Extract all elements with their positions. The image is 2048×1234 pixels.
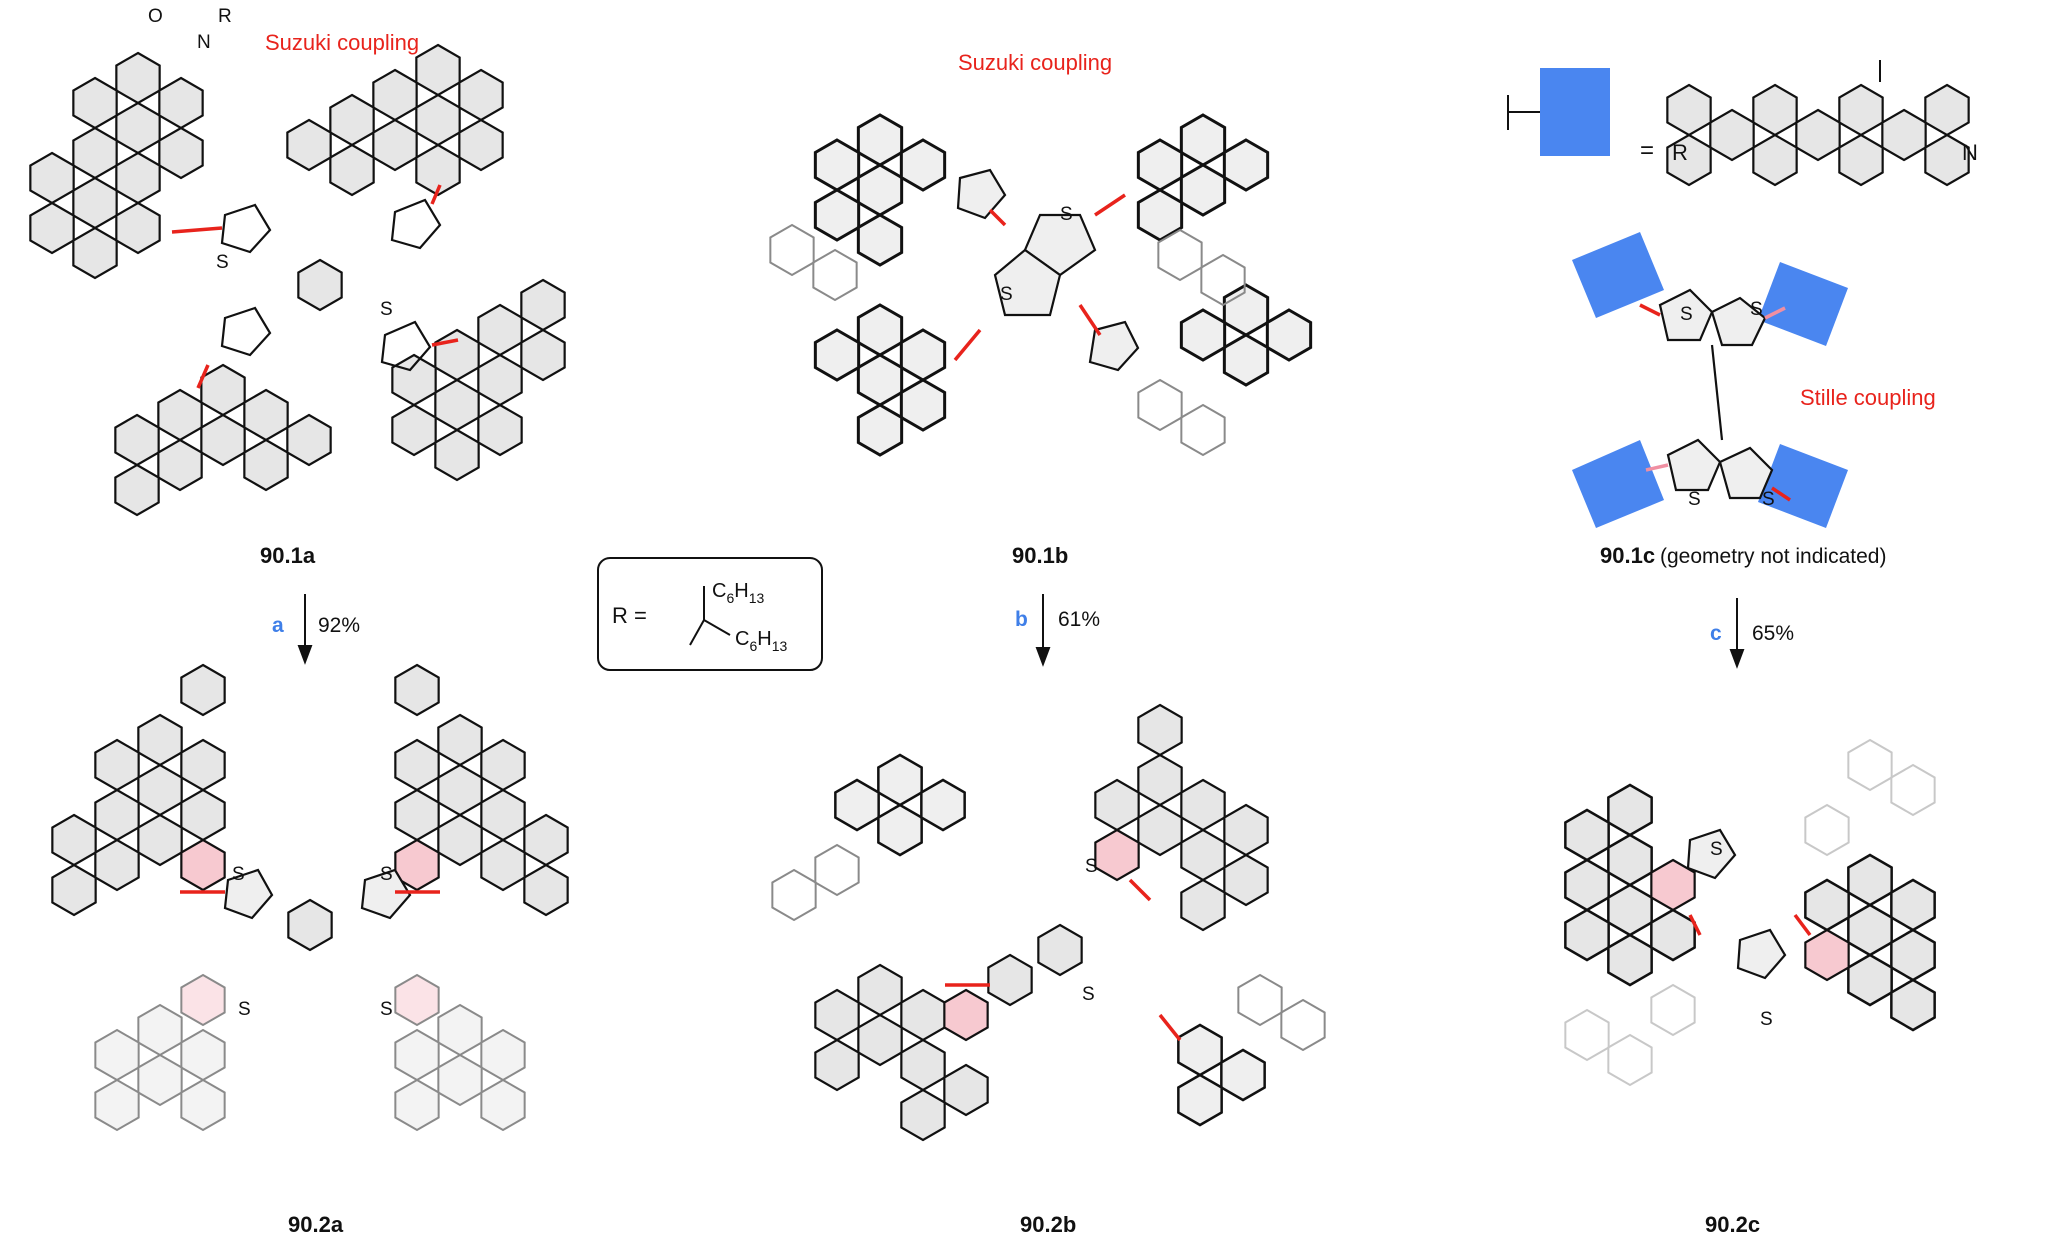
central-benzene xyxy=(297,258,343,312)
yield-c: 65% xyxy=(1752,622,1794,645)
pdi-block-icon xyxy=(1758,444,1848,528)
coupling-label-c: Stille coupling xyxy=(1800,385,1936,410)
svg-text:S: S xyxy=(380,999,393,1020)
svg-text:S: S xyxy=(380,299,393,320)
r-group-lhs: R = xyxy=(612,603,647,628)
arrow-down-icon xyxy=(1035,594,1051,667)
r-group-bottom: C6H13 xyxy=(735,628,787,654)
molecule-90-2c xyxy=(1564,739,1936,1086)
atom-labels: O N R S S S S S S S S S S S S S S S S xyxy=(148,6,1775,1030)
molecule-90-2b xyxy=(771,703,1326,1142)
pdi-r-left: R xyxy=(1672,140,1688,165)
molecule-90-1b xyxy=(769,113,1313,457)
molecule-90-1c xyxy=(1572,232,1848,528)
compound-90-2c: 90.2c xyxy=(1705,1212,1760,1234)
svg-text:S: S xyxy=(380,864,393,885)
pdi-block-icon xyxy=(1758,262,1848,346)
svg-text:S: S xyxy=(1760,1009,1773,1030)
step-letter-c: c xyxy=(1710,622,1722,645)
step-letter-b: b xyxy=(1015,608,1028,631)
pdi-definition xyxy=(1507,60,1970,187)
thienothiophene-core xyxy=(956,168,1140,372)
compound-90-2a: 90.2a xyxy=(288,1212,344,1234)
pdi-block-icon xyxy=(1540,68,1610,156)
svg-text:S: S xyxy=(1000,284,1013,305)
molecule-90-2a xyxy=(51,663,569,1131)
svg-text:S: S xyxy=(1680,304,1693,325)
svg-text:O: O xyxy=(148,6,163,27)
compound-90-2b: 90.2b xyxy=(1020,1212,1076,1234)
pdi-block-icon xyxy=(1572,440,1664,528)
step-letter-a: a xyxy=(272,614,284,637)
coupling-label-b: Suzuki coupling xyxy=(958,50,1112,75)
coupling-bonds-1a xyxy=(171,184,459,389)
pdi-equals: = xyxy=(1640,137,1654,164)
svg-text:S: S xyxy=(238,999,251,1020)
svg-text:S: S xyxy=(1060,204,1073,225)
compound-90-1b: 90.1b xyxy=(1012,543,1068,568)
svg-text:S: S xyxy=(216,252,229,273)
perylene-top xyxy=(286,43,504,197)
perylene-bottom xyxy=(114,363,332,517)
arrow-down-icon xyxy=(1729,598,1745,669)
r-group-top: C6H13 xyxy=(712,580,764,606)
geometry-note: (geometry not indicated) xyxy=(1660,545,1886,568)
pdi-block-icon xyxy=(1572,232,1664,318)
perylene-left xyxy=(29,51,204,280)
svg-text:S: S xyxy=(1750,299,1763,320)
svg-text:R: R xyxy=(218,6,232,27)
thiophenes-1a xyxy=(220,198,442,372)
coupling-label-a: Suzuki coupling xyxy=(265,30,419,55)
molecule-90-1a xyxy=(29,43,566,517)
perylene-right xyxy=(391,278,566,482)
pdi-n-right: N xyxy=(1962,140,1978,165)
svg-text:S: S xyxy=(232,864,245,885)
compound-90-1a: 90.1a xyxy=(260,543,316,568)
svg-text:S: S xyxy=(1688,489,1701,510)
svg-text:S: S xyxy=(1085,856,1098,877)
svg-text:S: S xyxy=(1710,839,1723,860)
svg-text:S: S xyxy=(1082,984,1095,1005)
arrow-down-icon xyxy=(297,594,313,665)
r-group-box xyxy=(597,557,823,671)
coupling-bonds-1b xyxy=(953,193,1126,362)
svg-text:S: S xyxy=(1762,489,1775,510)
yield-a: 92% xyxy=(318,614,360,637)
compound-90-1c: 90.1c xyxy=(1600,543,1655,568)
yield-b: 61% xyxy=(1058,608,1100,631)
svg-text:N: N xyxy=(197,32,211,53)
